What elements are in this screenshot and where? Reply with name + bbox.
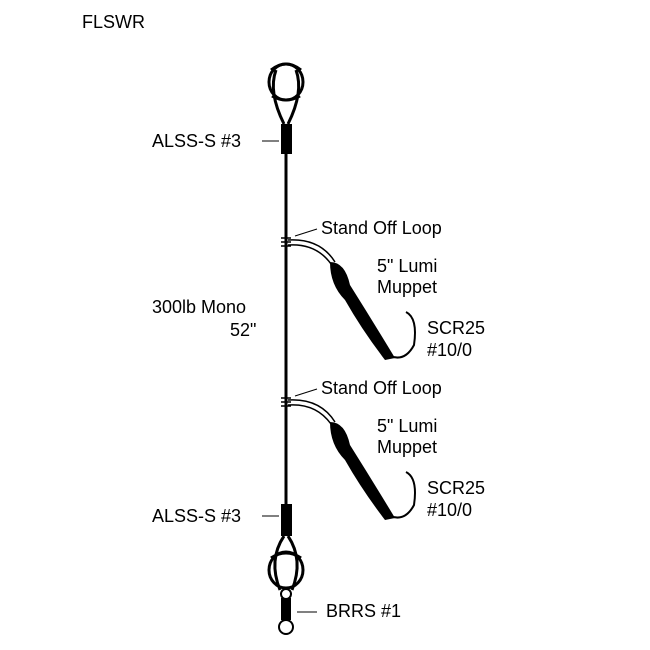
- standoff-loop-2-icon: [281, 397, 336, 425]
- bottom-loop-icon: [267, 535, 305, 591]
- bottom-sleeve-label: ALSS-S #3: [152, 506, 242, 526]
- main-line-label-2: 52": [230, 320, 257, 340]
- standoff-1-label: Stand Off Loop: [321, 218, 442, 238]
- muppet-2-icon: [330, 422, 395, 520]
- standoff-loop-1-icon: [281, 237, 336, 265]
- top-sleeve-label: ALSS-S #3: [152, 131, 242, 151]
- lure-2-label-line1: 5" Lumi: [377, 416, 438, 436]
- hook-2-icon: [389, 471, 416, 519]
- standoff-1-leader: [294, 228, 318, 237]
- hook-1-label-line2: #10/0: [427, 340, 473, 360]
- lure-2-label-line2: Muppet: [377, 437, 438, 457]
- swivel-label: BRRS #1: [326, 601, 402, 621]
- hook-1-label-line1: SCR25: [427, 318, 486, 338]
- top-sleeve-icon: [281, 124, 292, 154]
- lure-1-label-line1: 5" Lumi: [377, 256, 438, 276]
- main-line-label-1: 300lb Mono: [152, 297, 247, 317]
- hook-1-icon: [389, 311, 416, 359]
- muppet-1-icon: [330, 262, 395, 360]
- hook-2-label-line1: SCR25: [427, 478, 486, 498]
- hook-2-label-line2: #10/0: [427, 500, 473, 520]
- standoff-2-label: Stand Off Loop: [321, 378, 442, 398]
- diagram-title: FLSWR: [82, 12, 145, 32]
- standoff-2-leader: [294, 388, 318, 397]
- lure-1-label-line2: Muppet: [377, 277, 438, 297]
- bottom-sleeve-icon: [281, 504, 292, 536]
- swivel-icon: [278, 588, 294, 635]
- top-loop-icon: [267, 62, 305, 125]
